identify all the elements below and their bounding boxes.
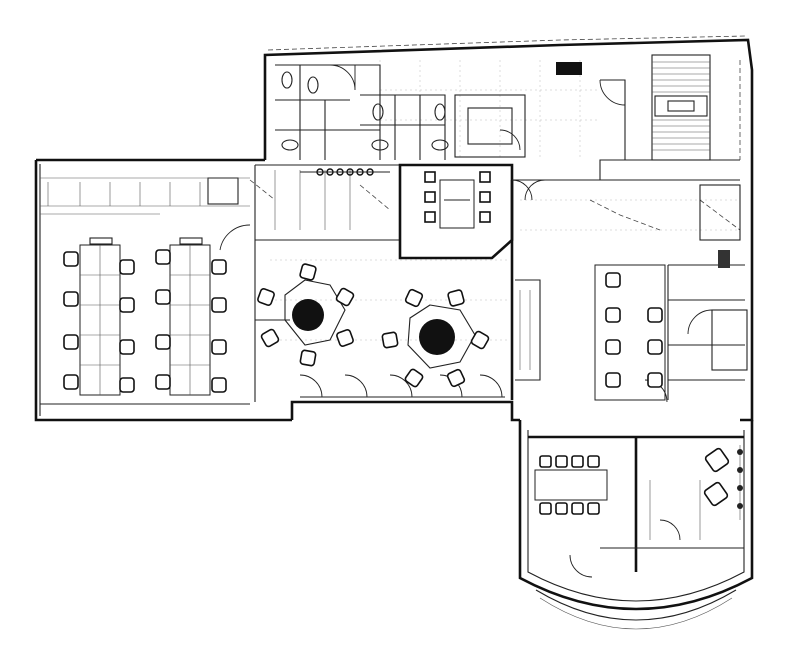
plant-centerpiece-icon bbox=[292, 299, 324, 331]
office-chair-icon bbox=[605, 272, 663, 388]
kitchen-band bbox=[207, 164, 401, 241]
equipment-block bbox=[718, 250, 730, 268]
right-wing bbox=[512, 159, 748, 403]
toilet-icon bbox=[281, 71, 449, 151]
collaboration-area bbox=[254, 240, 505, 402]
plant-centerpiece-icon bbox=[419, 319, 455, 355]
office-chair-icon bbox=[539, 447, 730, 515]
workstation-cluster-left bbox=[40, 177, 251, 405]
staircase-icon bbox=[651, 54, 711, 161]
equipment-block bbox=[556, 62, 582, 75]
exterior-walls bbox=[34, 35, 754, 630]
office-chair-icon bbox=[63, 249, 227, 393]
bottom-meeting-rooms bbox=[528, 435, 744, 578]
service-core bbox=[275, 54, 741, 161]
office-chair-icon bbox=[257, 263, 490, 388]
meeting-room-small bbox=[398, 163, 533, 260]
planter-strip bbox=[737, 445, 743, 520]
